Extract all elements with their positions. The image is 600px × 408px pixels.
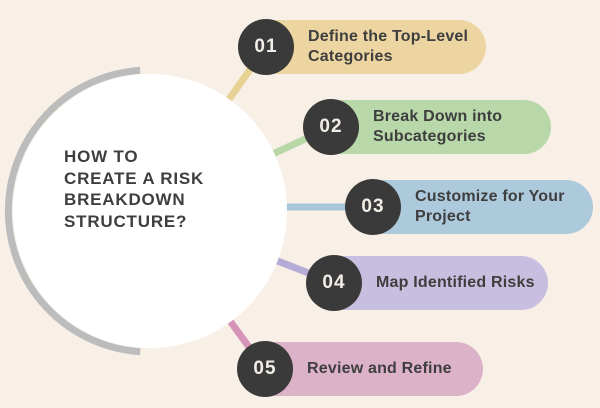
title-line: CREATE A RISK: [64, 168, 205, 188]
step-number-badge: 01: [238, 19, 294, 75]
step-item-03: Customize for Your Project 03: [345, 179, 593, 235]
step-number-badge: 02: [303, 99, 359, 155]
step-item-01: Define the Top-Level Categories 01: [238, 19, 486, 75]
step-number-badge: 04: [306, 255, 362, 311]
step-number: 01: [254, 36, 278, 57]
title-line: BREAKDOWN: [64, 190, 186, 209]
step-item-05: Review and Refine 05: [237, 341, 483, 397]
step-label: Map Identified Risks: [376, 273, 535, 293]
step-item-02: Break Down into Subcategories 02: [303, 99, 551, 155]
step-label-line: Subcategories: [373, 128, 486, 145]
title-line: STRUCTURE?: [64, 211, 188, 231]
step-number: 03: [361, 196, 385, 217]
step-label: Define the Top-Level Categories: [308, 27, 468, 67]
step-number-badge: 05: [237, 341, 293, 397]
step-label-line: Review and Refine: [307, 360, 452, 377]
step-label-line: Map Identified Risks: [376, 274, 535, 291]
step-label: Review and Refine: [307, 359, 452, 379]
center-circle-arc: [4, 66, 141, 356]
step-number: 02: [319, 116, 343, 137]
step-label-line: Define the Top-Level: [308, 28, 469, 45]
step-label-line: Categories: [308, 48, 393, 65]
step-label-line: Project: [415, 208, 471, 225]
step-number: 05: [253, 358, 277, 379]
step-item-04: Map Identified Risks 04: [306, 255, 548, 311]
title-line: HOW TO: [64, 147, 139, 166]
step-pill: Define the Top-Level Categories: [248, 20, 486, 74]
step-label-line: Break Down into: [373, 108, 503, 125]
step-number-badge: 03: [345, 179, 401, 235]
step-number: 04: [322, 272, 346, 293]
step-label: Break Down into Subcategories: [373, 107, 502, 147]
step-label-line: Customize for Your: [415, 188, 565, 205]
center-circle: [13, 74, 287, 348]
step-label: Customize for Your Project: [415, 187, 565, 227]
page-title: HOW TO CREATE A RISK BREAKDOWN STRUCTURE…: [64, 146, 204, 232]
